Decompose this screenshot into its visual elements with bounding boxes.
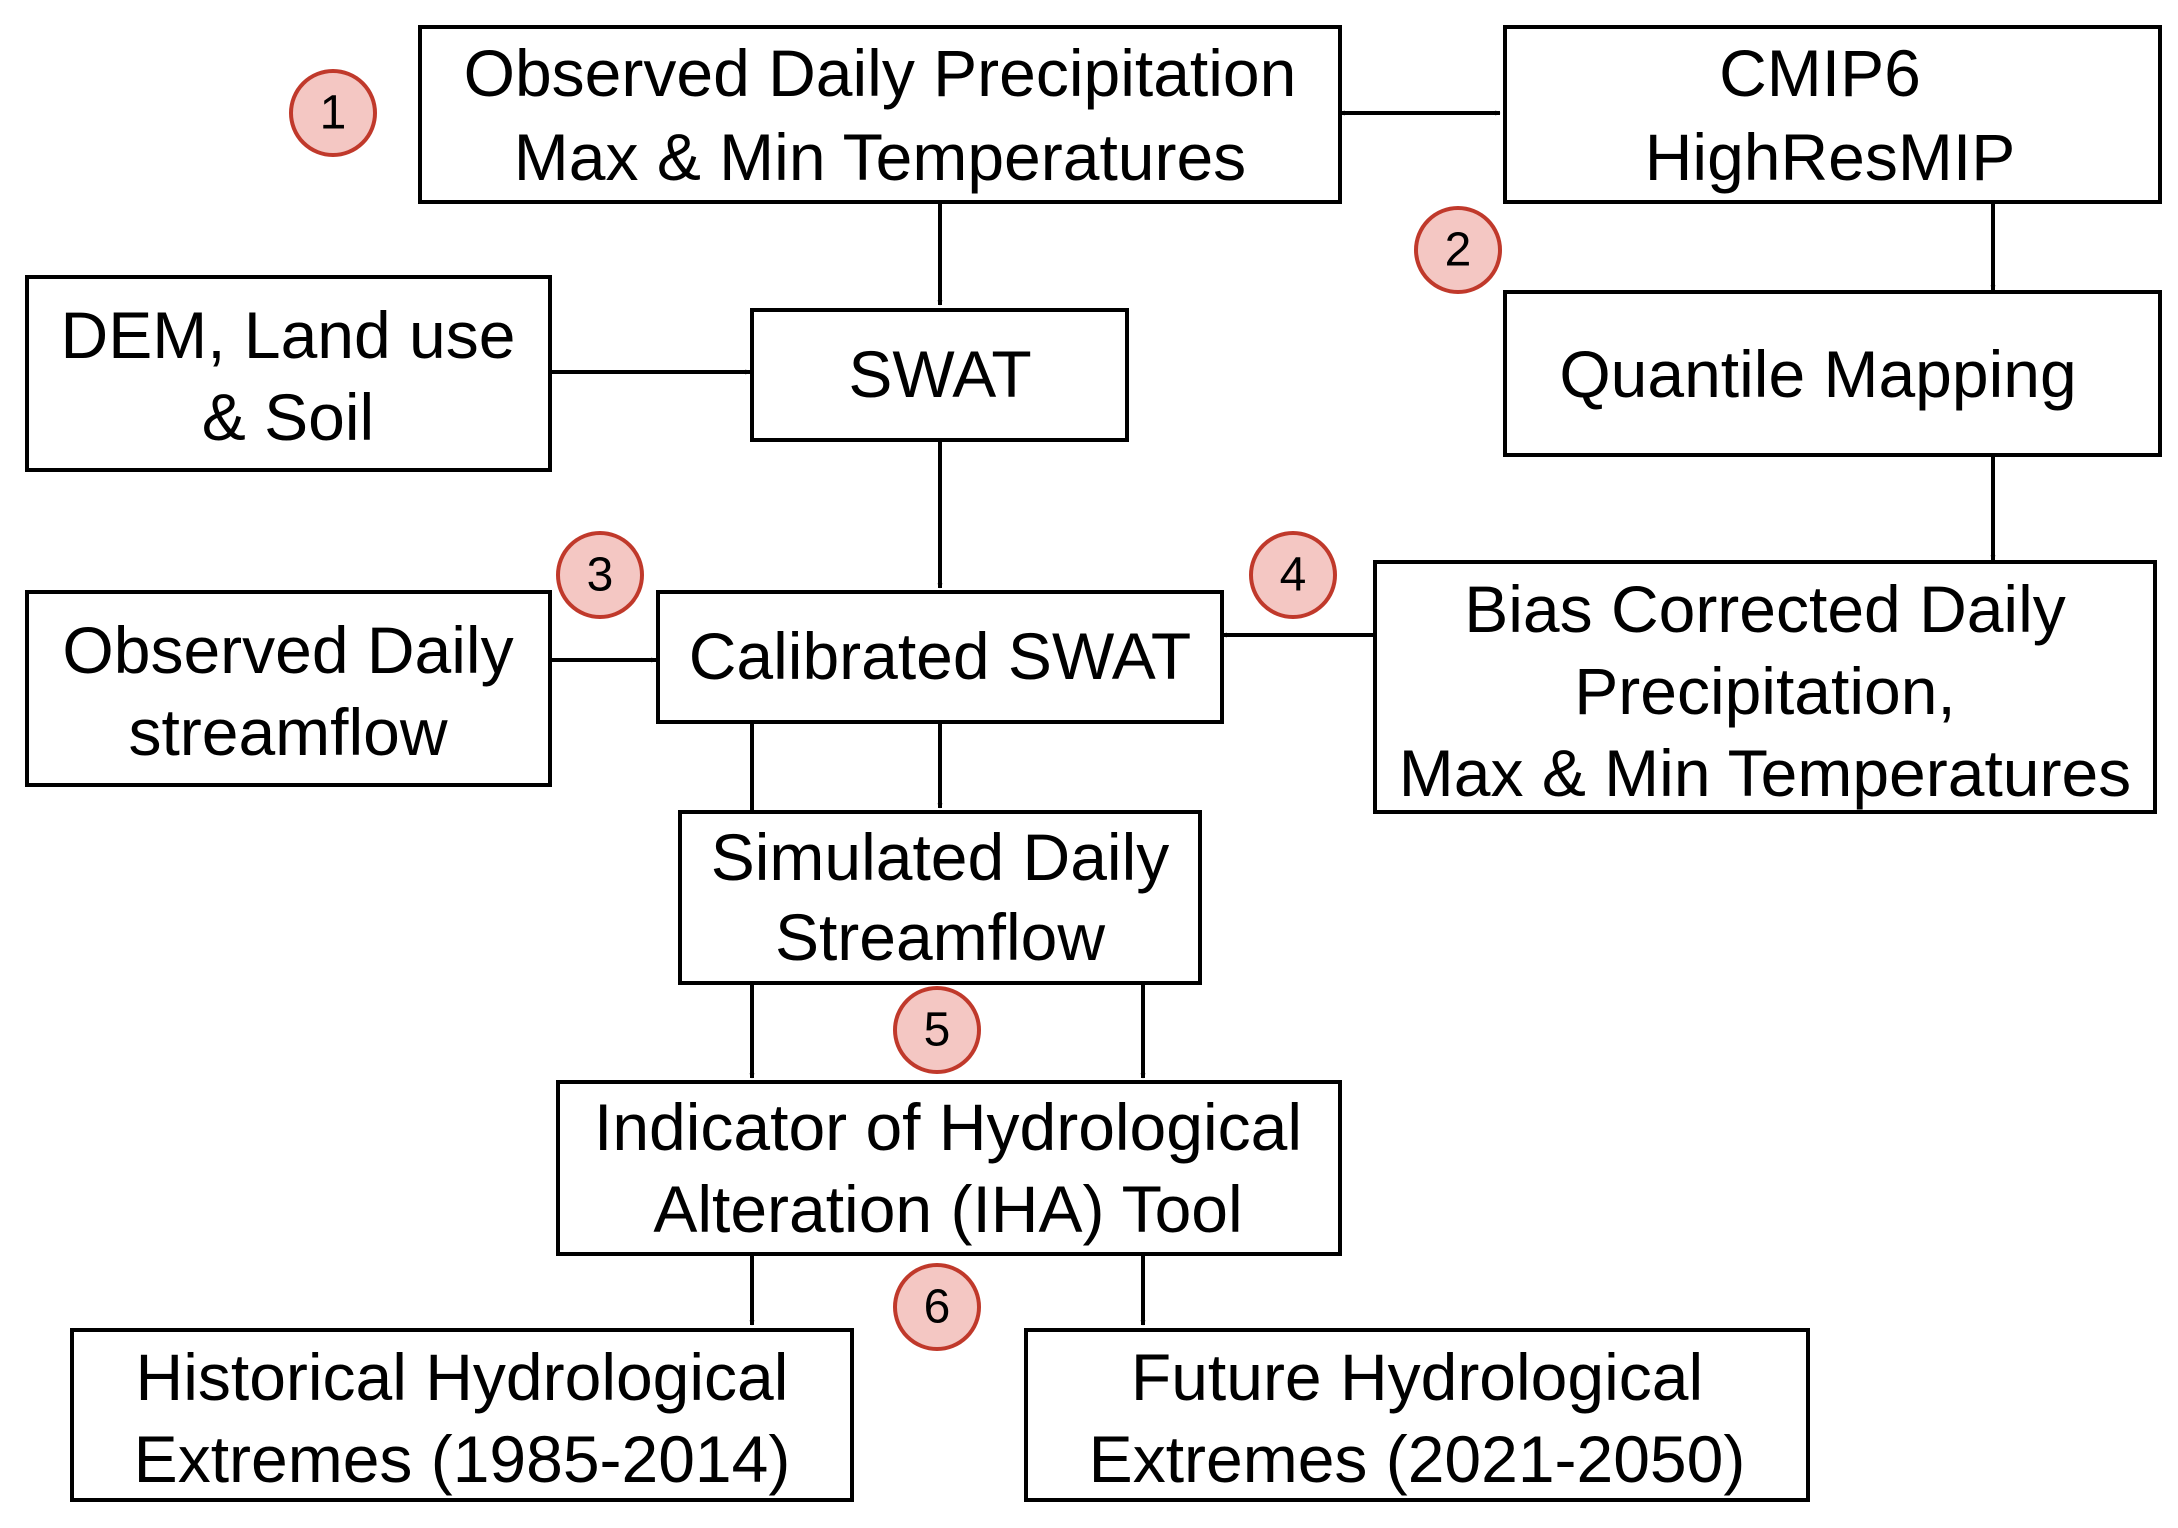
step-badge-5-label: 5 xyxy=(924,1004,951,1057)
simulated-streamflow-line-2: Streamflow xyxy=(775,900,1105,974)
cmip6-line-1: CMIP6 xyxy=(1719,36,1921,110)
step-badge-6: 6 xyxy=(893,1263,981,1351)
observed-inputs-line-2: Max & Min Temperatures xyxy=(514,120,1246,194)
simulated-streamflow-box: Simulated Daily Streamflow xyxy=(678,810,1202,985)
historical-extremes-box: Historical Hydrological Extremes (1985-2… xyxy=(70,1328,854,1502)
step-badge-3-label: 3 xyxy=(587,549,614,602)
iha-tool-box: Indicator of Hydrological Alteration (IH… xyxy=(556,1080,1342,1256)
swat-box: SWAT xyxy=(750,308,1129,442)
observed-streamflow-box: Observed Daily streamflow xyxy=(25,590,552,787)
bias-corrected-line-1: Bias Corrected Daily xyxy=(1464,572,2066,646)
historical-extremes-line-1: Historical Hydrological xyxy=(136,1340,789,1414)
step-badge-1: 1 xyxy=(289,69,377,157)
step-badge-5: 5 xyxy=(893,986,981,1074)
dem-box: DEM, Land use & Soil xyxy=(25,275,552,472)
dem-line-2: & Soil xyxy=(202,380,374,454)
simulated-streamflow-line-1: Simulated Daily xyxy=(711,820,1170,894)
observed-inputs-line-1: Observed Daily Precipitation xyxy=(464,36,1297,110)
cmip6-box: CMIP6 HighResMIP xyxy=(1503,25,2162,204)
step-badge-4: 4 xyxy=(1249,531,1337,619)
observed-streamflow-line-2: streamflow xyxy=(128,695,447,769)
bias-corrected-box: Bias Corrected Daily Precipitation, Max … xyxy=(1373,560,2157,814)
connectors xyxy=(550,110,1996,1326)
bias-corrected-line-3: Max & Min Temperatures xyxy=(1399,736,2131,810)
step-badge-2: 2 xyxy=(1414,206,1502,294)
step-badge-1-label: 1 xyxy=(320,87,347,140)
cmip6-line-2: HighResMIP xyxy=(1645,120,2015,194)
future-extremes-line-2: Extremes (2021-2050) xyxy=(1089,1422,1746,1496)
calibrated-swat-box: Calibrated SWAT xyxy=(656,590,1224,724)
iha-tool-line-2: Alteration (IHA) Tool xyxy=(653,1172,1242,1246)
swat-label: SWAT xyxy=(848,337,1031,411)
calibrated-swat-label: Calibrated SWAT xyxy=(689,619,1191,693)
step-badge-2-label: 2 xyxy=(1445,224,1472,277)
quantile-mapping-box: Quantile Mapping xyxy=(1503,290,2162,457)
step-badge-4-label: 4 xyxy=(1280,549,1307,602)
historical-extremes-line-2: Extremes (1985-2014) xyxy=(134,1422,791,1496)
step-badge-6-label: 6 xyxy=(924,1281,951,1334)
observed-streamflow-line-1: Observed Daily xyxy=(62,613,513,687)
step-badge-3: 3 xyxy=(556,531,644,619)
dem-line-1: DEM, Land use xyxy=(61,298,516,372)
bias-corrected-line-2: Precipitation, xyxy=(1574,654,1956,728)
future-extremes-box: Future Hydrological Extremes (2021-2050) xyxy=(1024,1328,1810,1502)
future-extremes-line-1: Future Hydrological xyxy=(1131,1340,1703,1414)
iha-tool-line-1: Indicator of Hydrological xyxy=(594,1090,1302,1164)
observed-inputs-box: Observed Daily Precipitation Max & Min T… xyxy=(418,25,1342,204)
quantile-mapping-label: Quantile Mapping xyxy=(1559,337,2076,411)
